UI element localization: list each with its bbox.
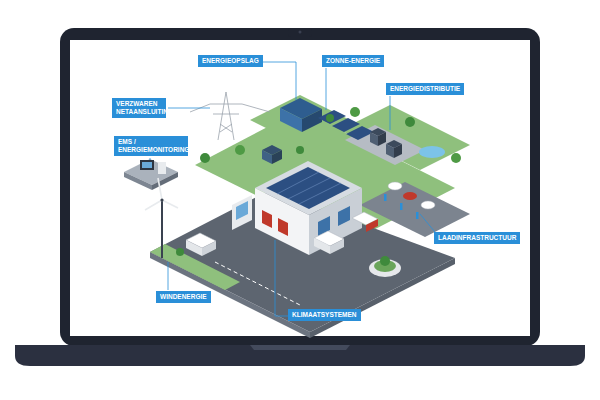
paved-area [345, 125, 425, 165]
camera [299, 31, 302, 34]
laptop-screen [70, 40, 530, 336]
ems-station [124, 159, 178, 190]
solar-field [318, 110, 374, 140]
wind-turbine [145, 178, 178, 258]
callout-label: KLIMAATSYSTEMEN [288, 309, 361, 321]
battery-unit [272, 150, 282, 164]
tree [380, 256, 390, 266]
label-text: ZONNE-ENERGIE [326, 57, 380, 65]
distribution-cabinet [370, 128, 402, 158]
battery-unit [262, 150, 272, 164]
callout-label: VERZWAREN NETAANSLUITING [112, 98, 166, 118]
power-pylon [190, 92, 270, 140]
callout-label: ENERGIEOPSLAG [198, 55, 263, 67]
car [388, 182, 435, 209]
label-text: VERZWAREN NETAANSLUITING [116, 100, 162, 116]
callout-label: ENERGIEDISTRIBUTIE [386, 83, 464, 95]
battery-container [280, 108, 302, 132]
tree [176, 107, 461, 256]
camera-notch [288, 28, 312, 37]
charging-station [384, 194, 419, 219]
label-text: WINDENERGIE [160, 293, 207, 301]
callout-label: LAADINFRASTRUCTUUR [434, 232, 520, 244]
label-text: ENERGIEDISTRIBUTIE [390, 85, 460, 93]
callout-label: WINDENERGIE [156, 291, 211, 303]
callout-label: EMS / ENERGIEMONITORING [114, 136, 188, 156]
label-text: ENERGIEOPSLAG [202, 57, 259, 65]
laptop-frame [60, 28, 540, 346]
callout-label: ZONNE-ENERGIE [322, 55, 384, 67]
grass-area [340, 105, 470, 170]
laptop-notch [250, 345, 350, 350]
leader-line [150, 62, 440, 316]
pond [419, 146, 445, 158]
building [232, 161, 362, 255]
truck [186, 212, 378, 256]
laptop-base [15, 345, 585, 366]
label-text: EMS / ENERGIEMONITORING [118, 138, 184, 154]
label-text: LAADINFRASTRUCTUUR [438, 234, 516, 242]
battery-container [302, 109, 322, 132]
grass-area [250, 95, 360, 150]
parking-area [360, 182, 470, 237]
label-text: KLIMAATSYSTEMEN [292, 311, 357, 319]
